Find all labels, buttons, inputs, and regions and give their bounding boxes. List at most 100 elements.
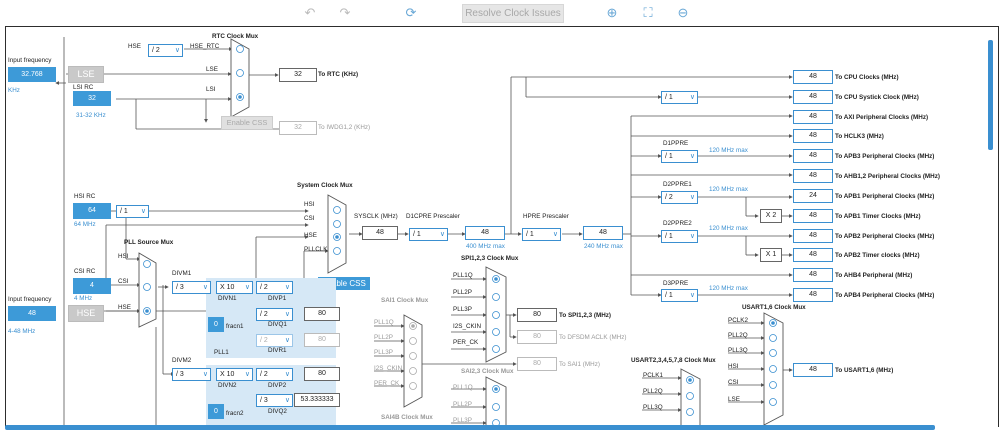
hclk3-value: 48 (793, 129, 833, 143)
vertical-scrollbar[interactable] (988, 40, 993, 150)
divr1-select[interactable]: / 2∨ (256, 334, 293, 347)
pll1-label: PLL1 (214, 349, 229, 356)
d1cpre-select[interactable]: / 1∨ (409, 228, 448, 241)
apb4-value: 48 (793, 288, 833, 302)
usart16-input-csi: CSI (728, 379, 739, 386)
divn1-select[interactable]: X 10∨ (216, 281, 253, 294)
apb2-label: To APB2 Peripheral Clocks (MHz) (835, 233, 935, 240)
resolve-clock-issues-button[interactable]: Resolve Clock Issues (462, 4, 564, 23)
sai1-input-pll1q: PLL1Q (374, 319, 394, 326)
divp2-output-value: 80 (304, 367, 340, 381)
lsi-rc-label: LSI RC (73, 84, 94, 91)
sai23-input-pll3p: PLL3P (453, 417, 472, 424)
ahb12-value: 48 (793, 169, 833, 183)
divn2-select[interactable]: X 10∨ (216, 368, 253, 381)
dfsdm-output-label: To DFSDM ACLK (MHz) (559, 334, 627, 341)
d2ppre2-label: D2PPRE2 (663, 220, 692, 227)
pll-source-csi-input: CSI (118, 278, 129, 285)
rtc-mux-lsi-input: LSI (206, 86, 216, 93)
systick-divider-select[interactable]: / 1∨ (661, 91, 698, 104)
d2ppre1-select[interactable]: / 2∨ (661, 191, 698, 204)
d3ppre-select[interactable]: / 1∨ (661, 289, 698, 302)
usart16-mux-title: USART1,6 Clock Mux (742, 304, 806, 311)
usart16-output-label: To USART1,6 (MHz) (835, 367, 894, 374)
hse-block[interactable]: HSE (68, 305, 104, 322)
spi123-output-value: 80 (517, 308, 557, 322)
divq2-output-value: 53.333333 (294, 393, 340, 407)
sysmux-hse-input: HSE (304, 232, 317, 239)
lsi-rc-block[interactable]: 32 (73, 91, 111, 106)
d3ppre-label: D3PPRE (663, 280, 689, 287)
divp1-select[interactable]: / 2∨ (256, 281, 293, 294)
redo-icon[interactable]: ↷ (339, 5, 351, 20)
cpu-clock-label: To CPU Clocks (MHz) (835, 74, 899, 81)
rtc-hse-label: HSE (128, 43, 141, 50)
apb2-timer-multiplier: X 1 (760, 248, 782, 262)
lse-block[interactable]: LSE (68, 66, 104, 83)
sai1-mux-title: SAI1 Clock Mux (381, 297, 429, 304)
divp2-select[interactable]: / 2∨ (256, 368, 293, 381)
d2ppre2-select[interactable]: / 1∨ (661, 230, 698, 243)
lse-input-frequency-field[interactable]: 32.768 (8, 67, 56, 82)
usart2-input-pclk1: PCLK1 (643, 372, 663, 379)
apb1-value: 24 (793, 189, 833, 203)
rtc-enable-css-button[interactable]: Enable CSS (221, 116, 273, 130)
hse-input-frequency-label: Input frequency (8, 296, 52, 303)
usart2-mux-title: USART2,3,4,5,7,8 Clock Mux (631, 357, 716, 364)
hsi-rc-block[interactable]: 64 (73, 203, 111, 219)
d1ppre-max-label: 120 MHz max (709, 147, 748, 154)
hpre-select[interactable]: / 1∨ (522, 228, 561, 241)
hse-range-label: 4-48 MHz (8, 328, 36, 335)
pll-source-mux-title: PLL Source Mux (124, 239, 174, 246)
hsi-divider-select[interactable]: / 1∨ (116, 205, 149, 218)
sai23-mux-title: SAI2,3 Clock Mux (461, 368, 514, 375)
lse-input-frequency-label: Input frequency (8, 57, 52, 64)
ahb4-value: 48 (793, 268, 833, 282)
rtc-mux-lse-input: LSE (206, 66, 218, 73)
d2ppre1-label: D2PPRE1 (663, 181, 692, 188)
usart16-input-pll3q: PLL3Q (728, 347, 748, 354)
zoom-in-icon[interactable]: ⊕ (606, 5, 618, 20)
fracn1-label: fracn1 (226, 323, 244, 330)
rtc-mux-shape (230, 38, 250, 118)
zoom-out-icon[interactable]: ⊖ (677, 5, 689, 20)
fracn2-field[interactable]: 0 (208, 404, 224, 419)
d3ppre-max-label: 120 MHz max (709, 285, 748, 292)
divn2-label: DIVN2 (218, 382, 237, 389)
spi123-output-label: To SPI1,2,3 (MHz) (559, 312, 612, 319)
d1ppre-select[interactable]: / 1∨ (661, 150, 698, 163)
divq1-output-value: 80 (304, 307, 340, 321)
fracn1-field[interactable]: 0 (208, 317, 224, 332)
clock-tree-canvas[interactable]: Input frequency 32.768 KHz LSE LSI RC 32… (5, 26, 999, 427)
hpre-output-value: 48 (583, 226, 623, 240)
hse-input-frequency-field[interactable]: 48 (8, 306, 56, 321)
undo-icon[interactable]: ↶ (304, 5, 316, 20)
divm2-select[interactable]: / 3∨ (172, 368, 211, 381)
apb1-timer-multiplier: X 2 (760, 209, 782, 223)
sai1-output-label: To SAI1 (MHz) (559, 361, 600, 368)
hse-rtc-label: HSE_RTC (190, 43, 220, 50)
d2ppre1-max-label: 120 MHz max (709, 186, 748, 193)
axi-clock-label: To AXI Peripheral Clocks (MHz) (835, 114, 929, 121)
refresh-icon[interactable]: ⟳ (405, 5, 417, 20)
apb2-timer-value: 48 (793, 248, 833, 262)
hsi-freq-label: 64 MHz (74, 221, 96, 228)
rtc-mux-title: RTC Clock Mux (212, 33, 259, 40)
iwdg-output-label: To IWDG1,2 (KHz) (318, 124, 371, 131)
divp1-label: DIVP1 (268, 295, 287, 302)
divq1-select[interactable]: / 2∨ (256, 308, 293, 321)
apb2-timer-label: To APB2 Timer clocks (MHz) (835, 252, 920, 259)
rtc-hse-divider-select[interactable]: / 2∨ (148, 44, 183, 57)
sysclk-value[interactable]: 48 (362, 226, 398, 240)
apb1-timer-label: To APB1 Timer Clocks (MHz) (835, 213, 921, 220)
sai23-input-pll1q: PLL1Q (453, 384, 473, 391)
divq2-select[interactable]: / 3∨ (256, 394, 293, 407)
sai23-input-pll2p: PLL2P (453, 401, 472, 408)
csi-rc-block[interactable]: 4 (73, 278, 111, 294)
apb2-value: 48 (793, 229, 833, 243)
axi-clock-value: 48 (793, 110, 833, 124)
horizontal-scrollbar[interactable] (5, 425, 935, 430)
pll-source-hse-input: HSE (118, 304, 131, 311)
fit-to-screen-icon[interactable]: ⛶ (643, 5, 653, 20)
divm1-select[interactable]: / 3∨ (172, 281, 211, 294)
